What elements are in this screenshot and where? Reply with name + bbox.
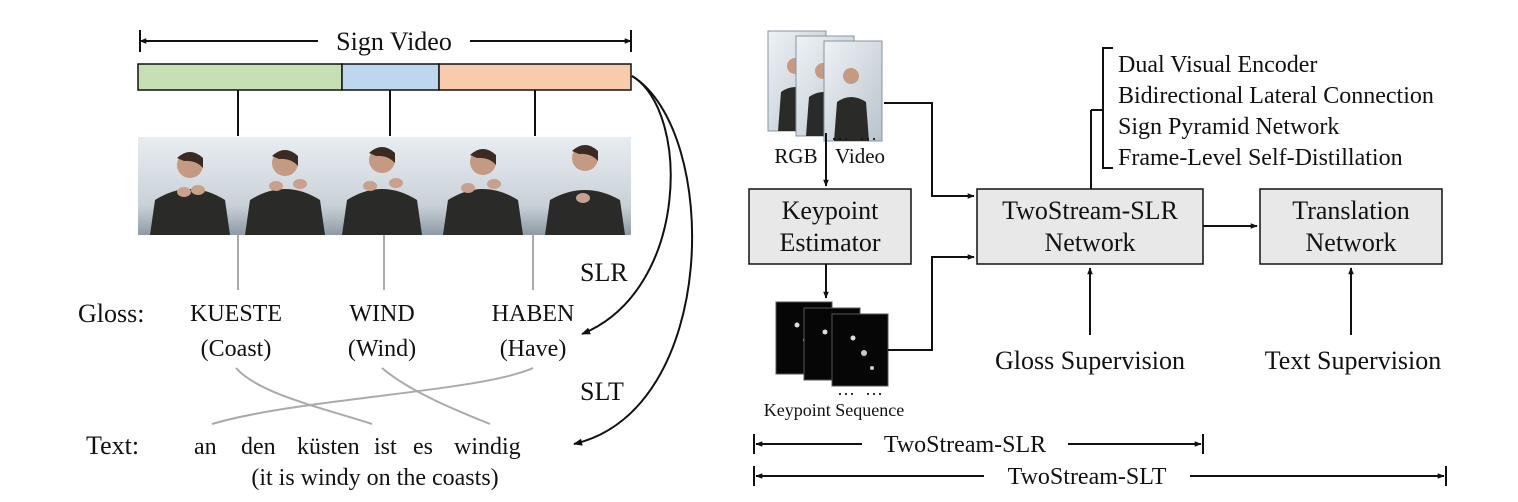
rgb-ellipsis-1: … — [831, 124, 849, 144]
span-slr-label: TwoStream-SLR — [884, 432, 1046, 458]
video-frames-strip — [138, 137, 631, 235]
component-frame-level-self-distillation: Frame-Level Self-Distillation — [1118, 145, 1403, 171]
signer-frame-5 — [545, 145, 625, 235]
signer-frame-2 — [245, 150, 325, 235]
left-panel: Sign Video — [78, 27, 693, 491]
right-panel: … … RGB Video Keypoint Estimator … … Key… — [748, 30, 1447, 490]
alignment-have — [211, 367, 534, 425]
gloss-wind: WIND — [349, 301, 414, 327]
text-word-es: es — [413, 434, 433, 460]
component-bidirectional-lateral-connection: Bidirectional Lateral Connection — [1118, 83, 1434, 109]
component-sign-pyramid-network: Sign Pyramid Network — [1118, 114, 1339, 140]
gloss-wind-meaning: (Wind) — [348, 336, 416, 362]
keypoint-heatmaps-stack: … … — [775, 301, 889, 399]
slt-label: SLT — [580, 377, 624, 406]
span-slt-label: TwoStream-SLT — [1008, 464, 1167, 490]
alignment-wind — [381, 367, 491, 425]
video-segment-have — [438, 63, 632, 91]
text-word-den: den — [241, 434, 276, 460]
text-supervision-label: Text Supervision — [1265, 346, 1442, 375]
slr-arrow — [581, 75, 672, 335]
keypoint-estimator-box — [748, 188, 912, 265]
text-translation: (it is windy on the coasts) — [251, 465, 498, 491]
components-bracket — [1102, 47, 1113, 169]
gloss-kueste-meaning: (Coast) — [201, 336, 272, 362]
signer-frame-1 — [150, 152, 230, 235]
rgb-label: RGB — [774, 144, 817, 168]
keypoint-estimator-line1: Keypoint — [782, 196, 880, 225]
twostream-network-line1: TwoStream-SLR — [1002, 196, 1178, 225]
gloss-haben-meaning: (Have) — [500, 336, 567, 362]
component-dual-visual-encoder: Dual Visual Encoder — [1118, 52, 1317, 78]
gloss-prefix: Gloss: — [78, 299, 144, 328]
rgb-video-stack: … … — [767, 30, 883, 144]
slt-arrow — [573, 75, 693, 446]
video-label: Video — [835, 144, 885, 168]
keypoint-sequence-label: Keypoint Sequence — [764, 400, 904, 420]
text-prefix: Text: — [86, 431, 139, 460]
text-word-an: an — [194, 434, 217, 460]
keypoint-ellipsis-2: … — [865, 379, 883, 399]
alignment-coast — [235, 367, 373, 425]
video-segment-wind — [341, 63, 440, 91]
translation-network-line1: Translation — [1292, 196, 1410, 225]
video-segment-coast — [137, 63, 343, 91]
gloss-kueste: KUESTE — [190, 301, 282, 327]
text-word-kuesten: küsten — [297, 434, 360, 460]
text-word-ist: ist — [374, 434, 397, 460]
translation-network-box — [1259, 188, 1443, 265]
keypoint-estimator-line2: Estimator — [779, 228, 880, 257]
gloss-haben: HABEN — [492, 301, 575, 327]
signer-frame-4 — [443, 149, 523, 235]
translation-network-line2: Network — [1306, 228, 1397, 257]
rgb-ellipsis-2: … — [859, 124, 877, 144]
slr-label: SLR — [580, 258, 628, 287]
gloss-supervision-label: Gloss Supervision — [995, 346, 1185, 375]
sign-video-label: Sign Video — [336, 27, 452, 56]
signer-frame-3 — [342, 147, 422, 235]
twostream-network-line2: Network — [1045, 228, 1136, 257]
text-word-windig: windig — [454, 434, 521, 460]
keypoint-ellipsis-1: … — [837, 379, 855, 399]
